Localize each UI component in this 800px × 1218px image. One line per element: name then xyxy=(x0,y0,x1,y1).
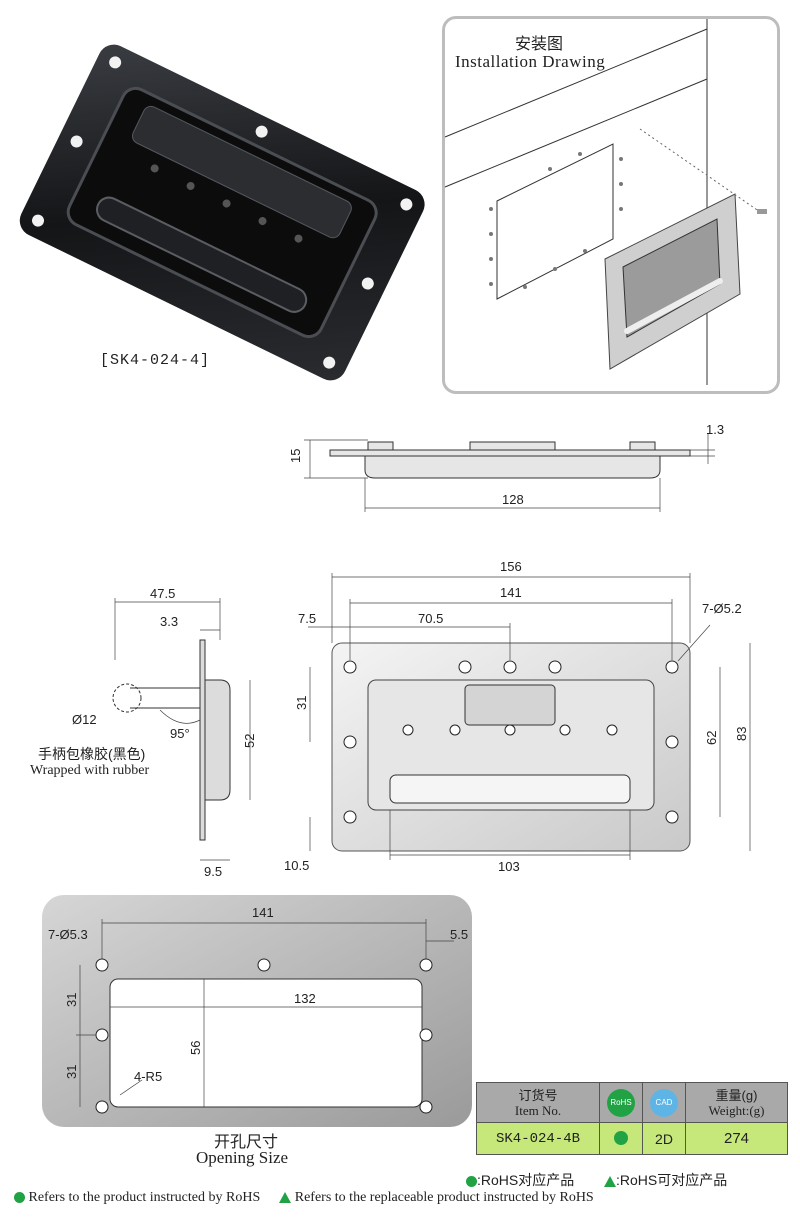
weight-cell: 274 xyxy=(685,1122,788,1155)
profile-view-drawing: 47.5 3.3 Ø12 95° 52 9.5 xyxy=(72,586,257,879)
rohs-replaceable-icon xyxy=(279,1192,292,1204)
side-height-label: 15 xyxy=(288,449,303,463)
profile-base-label: 9.5 xyxy=(204,864,222,879)
grip-angle-label: 95° xyxy=(170,726,190,741)
cad-icon: CAD xyxy=(650,1088,678,1117)
header-cad: CAD xyxy=(642,1082,686,1123)
installation-panel xyxy=(442,16,780,394)
rohs-dot-icon xyxy=(14,1192,25,1204)
side-depth-label: 128 xyxy=(502,492,524,507)
header-weight: 重量(g)Weight:(g) xyxy=(685,1082,788,1123)
opening-title-en: Opening Size xyxy=(196,1148,289,1167)
rohs-status-cell xyxy=(599,1122,643,1155)
legend-cn: :RoHS对应产品 :RoHS可对应产品 xyxy=(466,1170,727,1190)
front-hole-span-label: 141 xyxy=(500,585,522,600)
cutout-31a-label: 31 xyxy=(64,993,79,1007)
cutout-inner-width-label: 132 xyxy=(294,991,316,1006)
opening-title-cn: 开孔尺寸 xyxy=(214,1134,279,1151)
profile-height-label: 52 xyxy=(242,734,257,748)
front-overall-width-label: 156 xyxy=(500,559,522,574)
cutout-31b-label: 31 xyxy=(64,1065,79,1079)
front-center-label: 70.5 xyxy=(418,611,443,626)
side-view-drawing: 15 1.3 128 xyxy=(288,422,724,512)
cutout-corner-label: 4-R5 xyxy=(134,1069,162,1084)
grip-diameter-label: Ø12 xyxy=(72,712,97,727)
profile-offset-label: 3.3 xyxy=(160,614,178,629)
rohs-dot-icon xyxy=(466,1175,477,1187)
cutout-inner-height-label: 56 xyxy=(188,1041,203,1055)
front-edge-label: 7.5 xyxy=(298,611,316,626)
cutout-edge-label: 5.5 xyxy=(450,927,468,942)
install-title-en: Installation Drawing xyxy=(455,52,606,71)
legend-en: Refers to the product instructed by RoHS… xyxy=(14,1190,594,1206)
item-number-cell: SK4-024-4B xyxy=(476,1122,600,1155)
cutout-holes-label: 7-Ø5.3 xyxy=(48,927,88,942)
side-thickness-label: 1.3 xyxy=(706,422,724,437)
cutout-span-label: 141 xyxy=(252,905,274,920)
cad-cell: 2D xyxy=(642,1122,686,1155)
opening-size-drawing: 141 7-Ø5.3 5.5 31 31 132 56 4-R5 xyxy=(42,895,472,1127)
front-83-label: 83 xyxy=(734,727,749,741)
front-holes-label: 7-Ø5.2 xyxy=(702,601,742,616)
install-title-cn: 安装图 xyxy=(515,36,564,53)
front-62-label: 62 xyxy=(704,731,719,745)
rohs-replaceable-icon xyxy=(604,1175,617,1187)
front-31-label: 31 xyxy=(294,696,309,710)
front-inner-width-label: 103 xyxy=(498,859,520,874)
rohs-icon: RoHS xyxy=(607,1088,635,1117)
rohs-dot-icon xyxy=(614,1131,628,1146)
rubber-label-cn: 手柄包橡胶(黑色) xyxy=(38,746,146,762)
model-label: [SK4-024-4] xyxy=(100,352,211,369)
product-photo xyxy=(19,44,425,381)
front-10-5-label: 10.5 xyxy=(284,858,309,873)
front-view-drawing: 156 141 7.5 70.5 7-Ø5.2 31 62 83 10.5 10… xyxy=(284,559,751,874)
profile-width-label: 47.5 xyxy=(150,586,175,601)
rubber-label-en: Wrapped with rubber xyxy=(30,763,150,778)
header-rohs: RoHS xyxy=(599,1082,643,1123)
installation-drawing xyxy=(444,19,767,385)
